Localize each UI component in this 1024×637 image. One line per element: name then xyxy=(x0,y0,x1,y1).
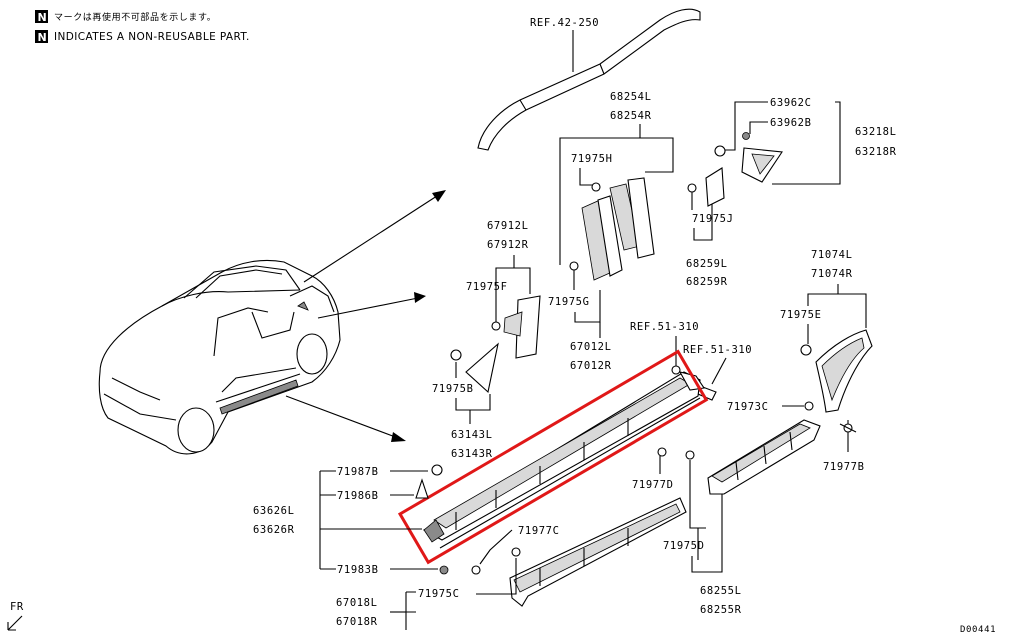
label-63962c: 63962C xyxy=(770,97,812,109)
label-71975b: 71975B xyxy=(432,383,474,395)
side-sill-garnish-63626 xyxy=(397,349,709,565)
label-67018l: 67018L xyxy=(336,597,378,609)
arrow-head-icon xyxy=(391,432,406,442)
label-68255r: 68255R xyxy=(700,604,742,616)
label-67012r: 67012R xyxy=(570,360,612,372)
fender-moulding-71074: 71074L 71074R 71975E 71973C 71977B xyxy=(727,249,873,473)
ref-51-310: REF.51-310 REF.51-310 xyxy=(630,321,752,401)
garnish-67018: 71975C 67018L 67018R xyxy=(336,497,687,630)
label-71983b: 71983B xyxy=(337,564,379,576)
roof-rail: REF.42-250 xyxy=(477,8,701,151)
label-63218l: 63218L xyxy=(855,126,897,138)
badge-letter: N xyxy=(38,11,48,24)
bolt-icon xyxy=(471,565,481,575)
drawing-number: D00441 xyxy=(960,625,996,635)
label-71975h: 71975H xyxy=(571,153,613,165)
quarter-garnish-63218: 63962C 63962B 63218L 63218R 71975J 68259… xyxy=(686,97,897,288)
labels-63626: 71987B 71986B 63626L 63626R 71983B 71977… xyxy=(253,464,560,576)
front-indicator: FR xyxy=(7,601,24,631)
label-71975e: 71975E xyxy=(780,309,822,321)
label-63143r: 63143R xyxy=(451,448,493,460)
legend-jp-text: マークは再使用不可部品を示します。 xyxy=(54,11,216,23)
label-63626l: 63626L xyxy=(253,505,295,517)
label-71986b: 71986B xyxy=(337,490,379,502)
label-63218r: 63218R xyxy=(855,146,897,158)
non-reusable-clip-icon xyxy=(439,565,449,575)
garnish-63143: 71975B 63143L 63143R xyxy=(432,342,499,460)
garnish-68255: 71977D 71975D 68255L 68255R xyxy=(632,419,821,616)
badge-letter: N xyxy=(38,31,48,44)
clip-icon xyxy=(591,182,601,192)
clip-icon xyxy=(431,464,443,476)
legend-en-text: INDICATES A NON-REUSABLE PART. xyxy=(54,31,250,43)
label-67912l: 67912L xyxy=(487,220,529,232)
label-68259l: 68259L xyxy=(686,258,728,270)
label-67912r: 67912R xyxy=(487,239,529,251)
label-68255l: 68255L xyxy=(700,585,742,597)
non-reusable-clip-icon xyxy=(742,132,750,140)
vehicle-sketch xyxy=(98,190,446,455)
clip-icon xyxy=(511,547,521,557)
garnish-67912: 67912L 67912R 71975F 71975G 67012L 67012… xyxy=(466,220,612,372)
legend: N マークは再使用不可部品を示します。 N INDICATES A NON-RE… xyxy=(35,10,250,44)
highlight-box xyxy=(397,349,709,565)
label-71074r: 71074R xyxy=(811,268,853,280)
label-63962b: 63962B xyxy=(770,117,812,129)
label-63143l: 63143L xyxy=(451,429,493,441)
clip-icon xyxy=(685,450,695,460)
label-71975d: 71975D xyxy=(663,540,705,552)
label-67018r: 67018R xyxy=(336,616,378,628)
clip-icon xyxy=(687,183,697,193)
front-arrow-icon xyxy=(7,615,23,631)
label-67012l: 67012L xyxy=(570,341,612,353)
label-71975g: 71975G xyxy=(548,296,590,308)
label-71973c: 71973C xyxy=(727,401,769,413)
clip-icon xyxy=(569,261,579,271)
non-reusable-badge-icon xyxy=(35,30,48,43)
label-ref-42-250: REF.42-250 xyxy=(530,17,599,29)
label-71977c: 71977C xyxy=(518,525,560,537)
label-68254r: 68254R xyxy=(610,110,652,122)
label-71975f: 71975F xyxy=(466,281,508,293)
fr-label: FR xyxy=(10,601,24,613)
arrow-head-icon xyxy=(414,292,426,303)
label-71975c: 71975C xyxy=(418,588,460,600)
clip-icon xyxy=(491,321,501,331)
label-63626r: 63626R xyxy=(253,524,295,536)
label-71977b: 71977B xyxy=(823,461,865,473)
clip-icon xyxy=(450,349,462,361)
label-71987b: 71987B xyxy=(337,466,379,478)
label-71074l: 71074L xyxy=(811,249,853,261)
arrow-head-icon xyxy=(432,190,446,202)
label-ref-51-310-b: REF.51-310 xyxy=(683,344,752,356)
label-68254l: 68254L xyxy=(610,91,652,103)
label-ref-51-310-a: REF.51-310 xyxy=(630,321,699,333)
label-71975j: 71975J xyxy=(692,213,734,225)
clip-icon xyxy=(800,344,812,356)
pillar-garnish-68254: 68254L 68254R 71975H xyxy=(559,91,674,281)
label-71977d: 71977D xyxy=(632,479,674,491)
bolt-icon xyxy=(657,447,667,457)
clip-icon xyxy=(714,145,726,157)
clip-icon xyxy=(671,365,681,375)
non-reusable-badge-icon xyxy=(35,10,48,23)
clip-icon xyxy=(804,401,814,411)
label-68259r: 68259R xyxy=(686,276,728,288)
